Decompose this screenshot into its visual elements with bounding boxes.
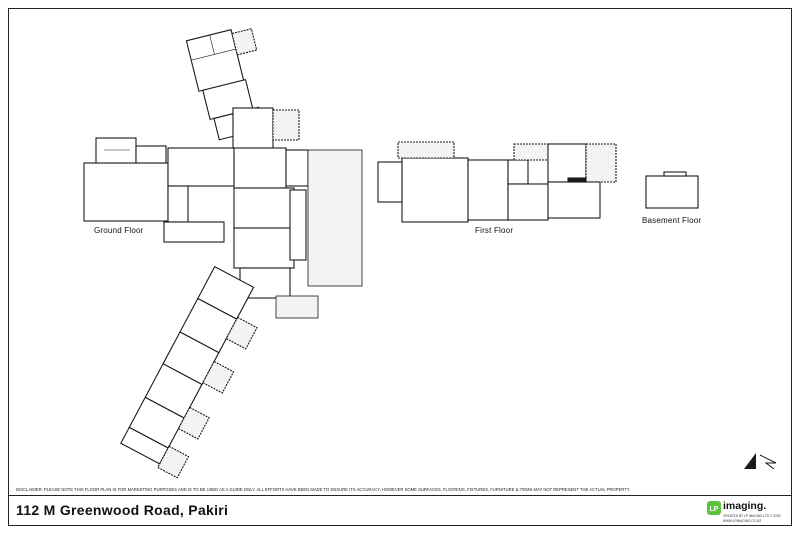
floor-label-first: First Floor [475, 226, 514, 235]
north-arrow-icon [744, 453, 777, 470]
lp-logo-mark: LP [710, 506, 719, 513]
footer-divider [8, 495, 792, 496]
plan-sheet [8, 8, 792, 526]
brand-credit: CREATED BY LP IMAGING LTD © 2025 [723, 514, 781, 518]
brand-website: WWW.LPIMAGING.CO.NZ [723, 519, 762, 523]
north-wing [185, 28, 265, 141]
brand-logo: LP imaging. CREATED BY LP IMAGING LTD © … [706, 499, 790, 525]
floor-plan-drawing [83, 28, 699, 479]
disclaimer-text: DISCLAIMER: PLEASE NOTE THIS FLOOR PLAN … [16, 487, 631, 492]
lp-logo-icon: LP [707, 501, 721, 515]
floor-label-basement: Basement Floor [642, 216, 702, 225]
brand-name: imaging. [723, 500, 767, 512]
floor-label-ground: Ground Floor [94, 226, 144, 235]
south-wing [120, 265, 258, 479]
property-address: 112 M Greenwood Road, Pakiri [16, 502, 229, 518]
